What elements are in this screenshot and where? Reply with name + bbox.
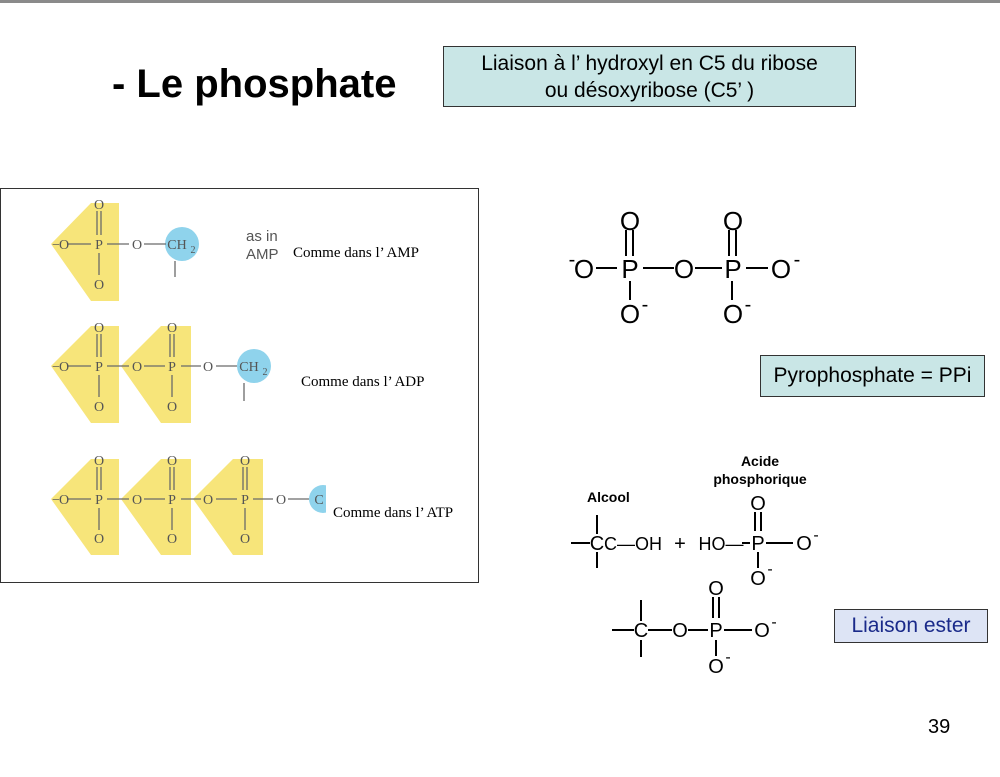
- phosphate-groups-figure: O − O P O O CH 2 O O − O P O P O O O CH …: [0, 188, 479, 583]
- atom-p: P: [168, 360, 176, 375]
- atp-label: Comme dans l’ ATP: [333, 505, 453, 521]
- page-number: 39: [928, 716, 951, 738]
- atom-o: O: [754, 620, 770, 642]
- callout-line-1: Liaison à l’ hydroxyl en C5 du ribose: [481, 52, 818, 75]
- atom-o: O: [59, 238, 69, 253]
- ho-label: HO—: [699, 534, 744, 554]
- atom-p: P: [95, 238, 103, 253]
- atom-o: O: [674, 254, 694, 284]
- atom-p: P: [724, 254, 741, 284]
- atom-o: O: [240, 454, 250, 469]
- atom-o: O: [167, 454, 177, 469]
- adp-phosphate-1-highlight: [51, 326, 119, 423]
- phosphate-groups-drawing: O − O P O O CH 2 O O − O P O P O O O CH …: [51, 198, 478, 569]
- atom-o: O: [723, 299, 743, 329]
- atom-p: P: [241, 493, 249, 508]
- atom-o: O: [750, 493, 766, 515]
- ester-reaction: Alcool Acide phosphorique C C—OH + HO— O…: [571, 453, 819, 678]
- callout-line-2: ou désoxyribose (C5’ ): [544, 79, 755, 102]
- charge-neg: -: [767, 561, 772, 578]
- alcool-label: Alcool: [587, 489, 630, 505]
- charge-neg: -: [771, 614, 776, 631]
- atom-o: O: [750, 568, 766, 590]
- charge-neg: -: [813, 527, 818, 544]
- atom-p: P: [95, 493, 103, 508]
- atom-p: P: [751, 533, 764, 555]
- atom-ch2: CH: [239, 360, 258, 375]
- charge-neg: -: [725, 649, 730, 666]
- atom-o: O: [203, 360, 213, 375]
- atom-o: O: [167, 532, 177, 547]
- atom-o: O: [203, 493, 213, 508]
- atom-o: O: [771, 254, 791, 284]
- atp-phosphate-3-highlight: [193, 459, 263, 555]
- plus-sign: +: [674, 533, 686, 555]
- atom-o: O: [167, 321, 177, 336]
- atom-o: O: [94, 321, 104, 336]
- atom-o: O: [132, 360, 142, 375]
- atom-o: O: [94, 198, 104, 213]
- acide-label-2: phosphorique: [713, 471, 807, 487]
- atom-o: O: [94, 278, 104, 293]
- atom-o: O: [59, 493, 69, 508]
- amp-label: Comme dans l’ AMP: [293, 245, 419, 261]
- atom-o: O: [796, 533, 812, 555]
- subscript-2: 2: [191, 245, 196, 256]
- atom-c: C: [590, 533, 604, 555]
- atom-o: O: [94, 454, 104, 469]
- pyrophosphate-label: Pyrophosphate = PPi: [760, 355, 985, 397]
- atom-p: P: [95, 360, 103, 375]
- atom-o: O: [574, 254, 594, 284]
- atom-labels: O − O P O O CH 2 O O − O P O P O O O CH …: [52, 198, 324, 547]
- atp-label-mask: [326, 479, 478, 569]
- atom-o: O: [672, 620, 688, 642]
- c-oh-label: C—OH: [604, 534, 662, 554]
- amp-en-label: AMP: [246, 246, 279, 263]
- atom-o: O: [240, 532, 250, 547]
- adp-ribose-circle: [237, 349, 271, 383]
- atom-o: O: [94, 400, 104, 415]
- atom-o: O: [708, 656, 724, 678]
- charge-neg: −: [52, 493, 60, 508]
- atom-o: O: [723, 206, 743, 236]
- atom-p: P: [168, 493, 176, 508]
- atom-ch2: CH: [167, 238, 186, 253]
- atp-phosphate-1-highlight: [51, 459, 119, 555]
- ester-bond-label: Liaison ester: [834, 609, 988, 643]
- charge-neg: −: [52, 360, 60, 375]
- amp-phosphate-highlight: [51, 203, 119, 301]
- atom-o: O: [708, 578, 724, 600]
- charge-neg: −: [52, 238, 60, 253]
- phosphate-highlights: [51, 203, 263, 555]
- atom-c: C: [634, 620, 648, 642]
- charge-neg: -: [745, 294, 752, 316]
- charge-neg: -: [794, 249, 801, 271]
- c5-hydroxyl-callout: Liaison à l’ hydroxyl en C5 du ribose ou…: [443, 46, 856, 107]
- atom-o: O: [167, 400, 177, 415]
- atom-o: O: [276, 493, 286, 508]
- charge-neg: -: [569, 249, 576, 271]
- amp-ribose-circle: [165, 227, 199, 261]
- bonds: [67, 211, 309, 530]
- atom-p: P: [709, 620, 722, 642]
- atom-o: O: [620, 206, 640, 236]
- subscript-2: 2: [263, 367, 268, 378]
- charge-neg: -: [642, 294, 649, 316]
- adp-label: Comme dans l’ ADP: [301, 374, 424, 390]
- atom-o: O: [59, 360, 69, 375]
- atom-o: O: [132, 493, 142, 508]
- pyrophosphate-structure: O O - O P O P O - O - O -: [569, 206, 801, 329]
- atom-o: O: [132, 238, 142, 253]
- atom-c: C: [314, 493, 323, 508]
- atom-o: O: [94, 532, 104, 547]
- top-divider-line: [0, 0, 1000, 3]
- acide-label-1: Acide: [741, 453, 779, 469]
- atom-p: P: [621, 254, 638, 284]
- atom-o: O: [620, 299, 640, 329]
- as-in-label: as in: [246, 228, 278, 245]
- slide-title: - Le phosphate: [112, 62, 397, 106]
